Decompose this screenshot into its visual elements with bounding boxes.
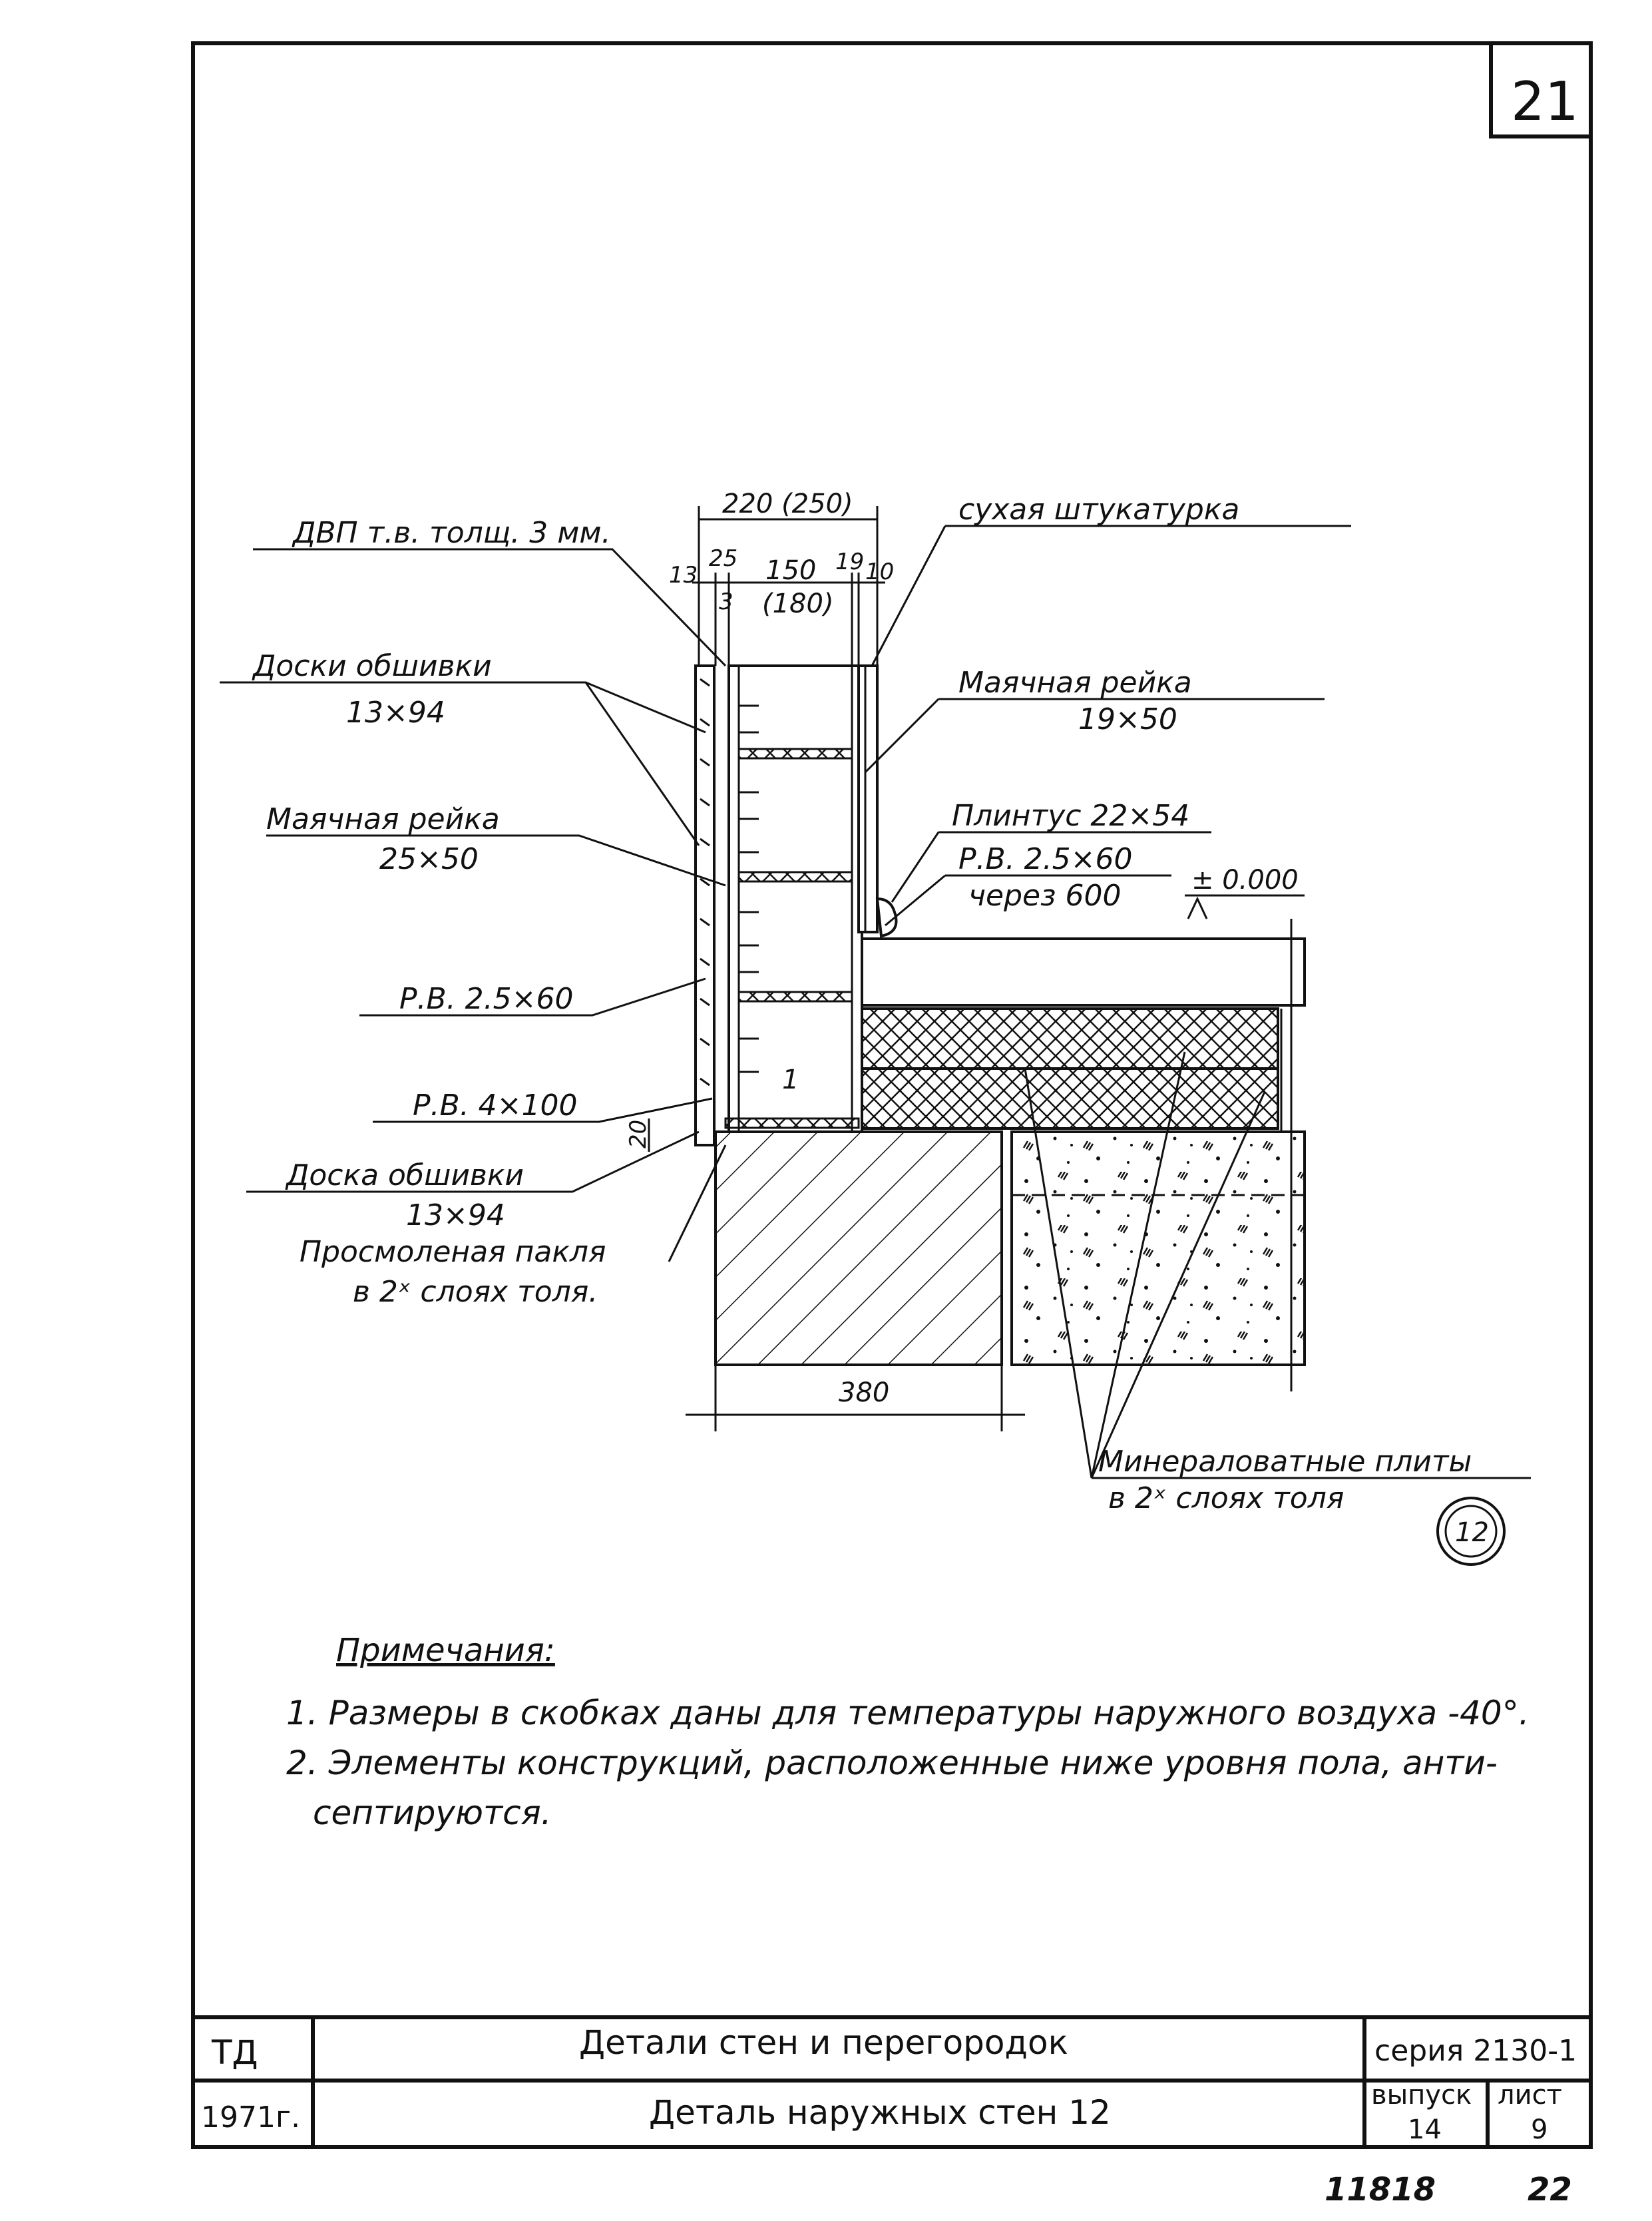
svg-text:20: 20 — [625, 1120, 652, 1148]
svg-text:220 (250): 220 (250) — [722, 489, 853, 519]
detail-reference-circle — [1436, 1497, 1506, 1566]
svg-text:380: 380 — [839, 1377, 889, 1408]
svg-text:25×50: 25×50 — [379, 842, 479, 876]
label-plinth: Плинтус 22×54 — [952, 799, 1189, 833]
wall-section-drawing — [220, 506, 1531, 1566]
brick-foundation — [714, 1130, 1003, 1366]
title-block — [193, 2015, 1591, 2147]
label-mineral-wool: Минераловатные плиты — [1098, 1445, 1472, 1479]
svg-text:150: 150 — [765, 555, 816, 586]
outer-cladding-boards — [694, 664, 716, 1146]
mineral-wool-slab-lower — [851, 1067, 1279, 1130]
svg-text:12: 12 — [1455, 1517, 1489, 1548]
title-block-texts: ТД 1971г. Детали стен и перегородок Дета… — [201, 2023, 1577, 2145]
org-code: ТД — [211, 2033, 258, 2072]
inventory-number: 11818 — [1325, 2171, 1436, 2208]
label-cladding-board: Доска обшивки — [285, 1158, 524, 1192]
note-2: 2. Элементы конструкций, расположенные н… — [286, 1744, 1498, 1782]
sheet-number: 21 — [1511, 71, 1579, 132]
label-cladding-boards: Доски обшивки — [252, 649, 492, 683]
sheet-frame — [191, 41, 1593, 2149]
svg-text:13: 13 — [669, 562, 698, 589]
svg-text:(180): (180) — [762, 589, 834, 619]
issue-label: выпуск — [1371, 2080, 1472, 2110]
svg-text:через 600: через 600 — [968, 879, 1121, 913]
label-lath-19x50: Маячная рейка — [958, 666, 1192, 700]
notes: Примечания: 1. Размеры в скобках даны дл… — [286, 1632, 1530, 1832]
svg-text:19×50: 19×50 — [1078, 702, 1177, 736]
svg-text:10: 10 — [865, 559, 894, 585]
floor-board — [851, 937, 1306, 1007]
wall-timber-frame — [727, 664, 863, 1133]
title-line-1: Детали стен и перегородок — [579, 2023, 1068, 2062]
svg-text:19: 19 — [835, 549, 864, 575]
svg-text:13×94: 13×94 — [406, 1198, 505, 1232]
note-1: 1. Размеры в скобках даны для температур… — [286, 1694, 1530, 1732]
svg-text:Р.В. 2.5×60: Р.В. 2.5×60 — [958, 842, 1133, 876]
sheet-label: лист — [1498, 2080, 1562, 2110]
svg-text:в 2ˣ слоях толя: в 2ˣ слоях толя — [1108, 1481, 1344, 1515]
plinth — [875, 897, 898, 938]
inner-dry-plaster — [857, 664, 879, 933]
sheet-page: 9 — [1531, 2114, 1548, 2145]
year: 1971г. — [201, 2100, 300, 2134]
svg-text:3: 3 — [719, 589, 733, 615]
svg-text:25: 25 — [709, 545, 737, 572]
notes-heading: Примечания: — [336, 1632, 555, 1669]
label-nail-4x100: Р.В. 4×100 — [413, 1089, 578, 1122]
label-lath-25x50: Маячная рейка — [266, 802, 500, 836]
svg-text:13×94: 13×94 — [346, 696, 445, 730]
series: серия 2130-1 — [1374, 2034, 1577, 2068]
svg-text:в 2ˣ слоях толя.: в 2ˣ слоях толя. — [353, 1275, 598, 1309]
svg-text:1: 1 — [782, 1065, 799, 1095]
title-line-2: Деталь наружных стен 12 — [649, 2093, 1111, 2132]
dimension-texts: 220 (250) 13 25 3 150 (180) 19 10 20 380… — [625, 489, 1489, 1548]
label-dvp: ДВП т.в. толщ. 3 мм. — [292, 516, 611, 550]
page-number: 22 — [1528, 2171, 1572, 2208]
note-3: септируются. — [313, 1794, 552, 1832]
svg-text:± 0.000: ± 0.000 — [1191, 865, 1299, 895]
label-dry-plaster: сухая штукатурка — [958, 493, 1239, 527]
component-labels: ДВП т.в. толщ. 3 мм. сухая штукатурка До… — [252, 493, 1472, 1515]
issue-number: 14 — [1408, 2114, 1442, 2145]
mineral-wool-slab-upper — [851, 1007, 1279, 1070]
label-nail-2-5x60: Р.В. 2.5×60 — [399, 982, 574, 1016]
label-tarred-tow: Просмоленая пакля — [300, 1235, 606, 1269]
